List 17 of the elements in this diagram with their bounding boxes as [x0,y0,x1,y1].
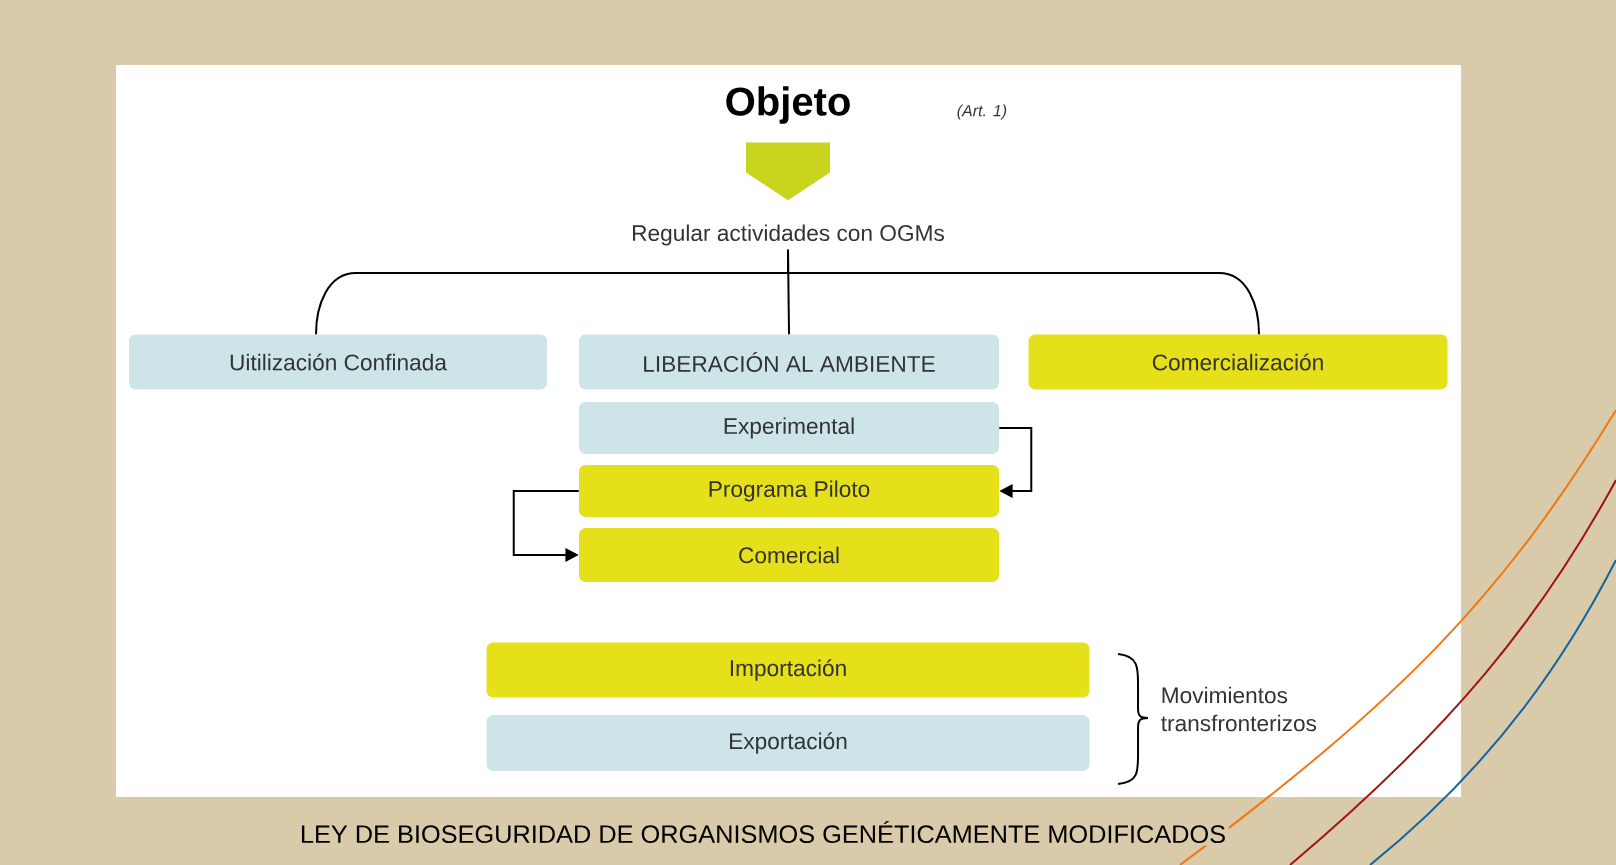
arrow [998,427,1033,498]
process-box: Importación [486,642,1090,698]
arrow [746,142,830,201]
connector-line [787,248,1260,336]
process-box: Uitilización Confinada [129,334,547,390]
reference-text: (Art. 1) [957,104,1007,120]
process-box: Experimental [579,402,999,454]
node-text: Regular actividades con OGMs [633,224,944,246]
heading-text: Objeto [726,86,850,124]
process-box: Exportación [486,715,1090,771]
caption-text: LEY DE BIOSEGURIDAD DE ORGANISMOS GENÉTICAMENTE MODIFICADOS [297,818,1229,846]
process-box: Programa Piloto [579,465,999,517]
arrow [512,490,580,562]
process-box: Comercial [579,528,999,582]
bracket-label: Movimientos transfronterizos [1161,686,1317,732]
process-box: LIBERACIÓN AL AMBIENTE [579,334,999,390]
process-box: Comercialización [1028,334,1448,390]
